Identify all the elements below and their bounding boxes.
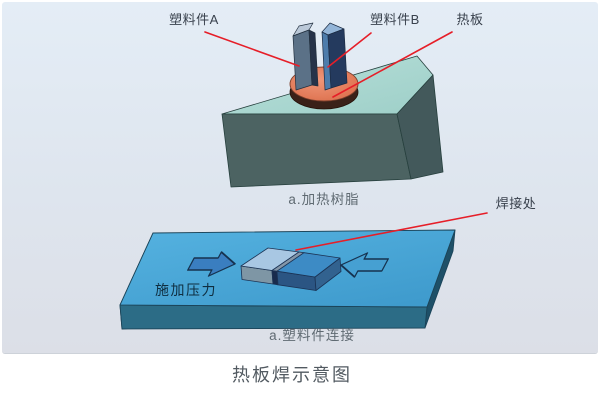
- leader-line-hot-plate: [332, 31, 453, 98]
- label-weld-joint: 焊接处: [495, 196, 537, 211]
- plastic-part-a: [292, 22, 319, 91]
- panel-a-caption: a.加热树脂: [288, 192, 360, 207]
- pressure-arrow-left-icon: [340, 252, 389, 278]
- fixture-right-face: [396, 74, 444, 180]
- leader-line-plastic-b: [327, 32, 372, 68]
- plastic-part-b: [321, 22, 348, 91]
- leader-line-weld-joint: [295, 212, 488, 251]
- fixture-front-face: [221, 113, 412, 188]
- label-hot-plate: 热板: [456, 12, 484, 27]
- label-plastic-part-a: 塑料件A: [169, 12, 219, 27]
- label-apply-pressure: 施加压力: [155, 282, 217, 298]
- panel-b-caption: a.塑料件连接: [269, 328, 355, 343]
- plastic-a-edge-face: [308, 29, 319, 87]
- welded-parts: [240, 247, 342, 291]
- welded-part-b-top: [276, 252, 341, 278]
- leader-line-plastic-a: [204, 31, 300, 67]
- base-plate-front-face: [119, 304, 428, 330]
- label-plastic-part-b: 塑料件B: [370, 12, 420, 27]
- pressure-arrow-right-icon: [187, 251, 236, 277]
- figure-caption: 热板焊示意图: [232, 365, 352, 385]
